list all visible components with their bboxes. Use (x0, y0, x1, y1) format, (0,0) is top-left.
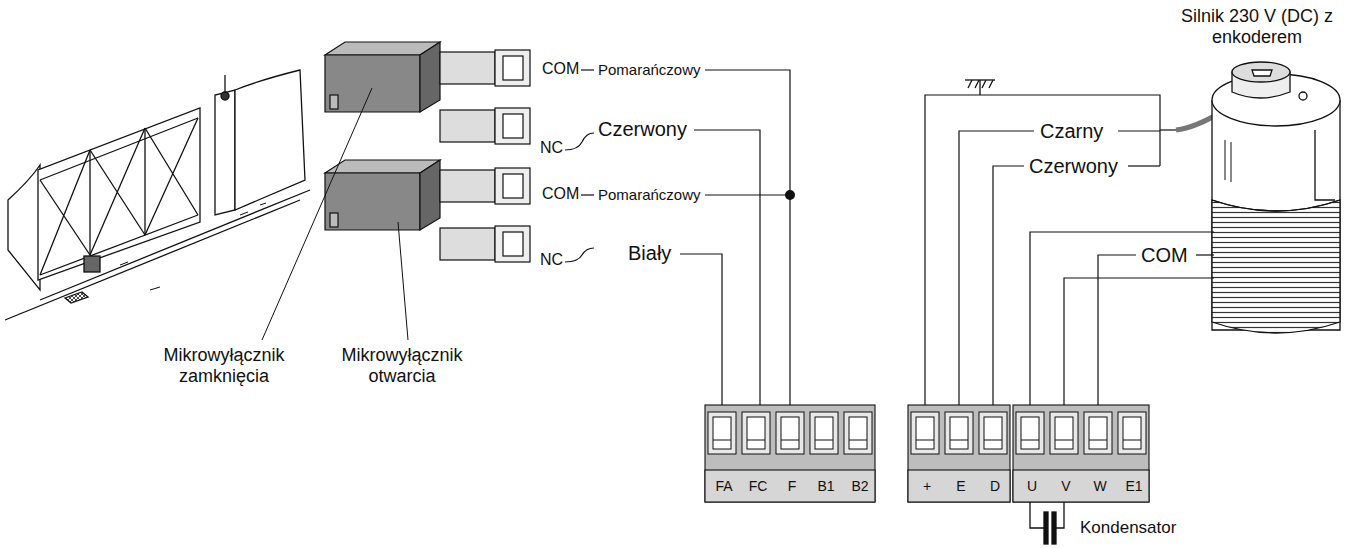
terminal-name: F (774, 478, 810, 494)
part-name: Mikrowyłącznik otwarcia (325, 345, 479, 386)
pin-name: NC (538, 139, 565, 157)
pin-name: NC (538, 251, 565, 269)
wire-color: Czerwony (596, 118, 689, 141)
leader-lines (262, 88, 408, 340)
motor-wires (1030, 232, 1214, 415)
motor-title: Silnik 230 V (DC) z enkoderem (1165, 6, 1349, 47)
wire-color: Pomarańczowy (596, 61, 703, 78)
terminal-name: D (977, 478, 1013, 494)
terminal-name: B2 (842, 478, 878, 494)
motor-drawing (1212, 62, 1340, 333)
limit-switch-wires (565, 70, 790, 415)
terminal-name: V (1048, 478, 1084, 494)
ground-symbol (965, 80, 995, 95)
pin-name: COM (1139, 244, 1190, 267)
wire-color: Biały (626, 242, 673, 265)
microswitch-drawings (325, 42, 530, 262)
pin-name: COM (540, 185, 581, 203)
part-name: Kondensator (1078, 518, 1178, 538)
part-name: Mikrowyłącznik zamknięcia (147, 345, 301, 386)
gate-illustration (5, 70, 310, 320)
capacitor-symbol (1030, 502, 1064, 544)
terminal-blocks (705, 405, 1149, 502)
terminal-name: FC (740, 478, 776, 494)
terminal-name: B1 (808, 478, 844, 494)
terminal-name: E (943, 478, 979, 494)
wire-color: Czarny (1038, 120, 1105, 143)
terminal-name: FA (706, 478, 742, 494)
terminal-name: W (1082, 478, 1118, 494)
wire-color: Czerwony (1027, 155, 1120, 178)
pin-name: COM (540, 60, 581, 78)
terminal-screws (708, 412, 1146, 454)
junction-dot (785, 190, 795, 200)
terminal-name: E1 (1116, 478, 1152, 494)
wire-color: Pomarańczowy (596, 186, 703, 203)
terminal-name: U (1014, 478, 1050, 494)
terminal-name: + (909, 478, 945, 494)
